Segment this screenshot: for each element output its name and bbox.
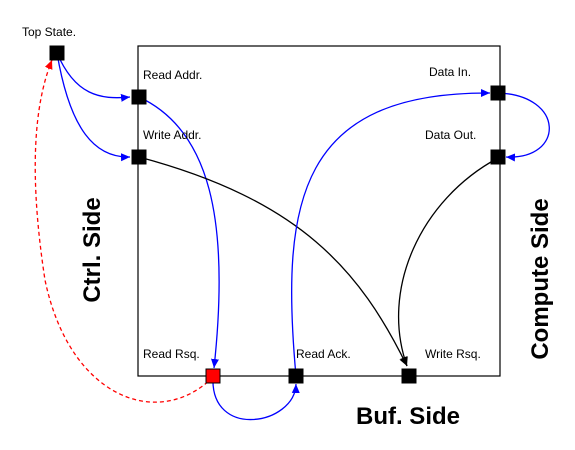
port-write-addr — [131, 149, 147, 165]
port-read-rsq — [205, 368, 221, 384]
module-box — [137, 45, 501, 377]
label-read-rsq: Read Rsq. — [143, 347, 200, 361]
edge-data-in-to-data-out — [497, 92, 550, 162]
port-read-addr — [131, 89, 147, 105]
port-top-state — [49, 45, 65, 61]
edge-write-addr-to-write-rsq — [138, 156, 408, 367]
port-data-out — [490, 149, 506, 165]
port-read-ack — [288, 368, 304, 384]
label-data-out: Data Out. — [425, 128, 476, 142]
label-read-ack: Read Ack. — [296, 347, 351, 361]
edge-read-rsq-to-top-state — [34, 59, 214, 403]
edge-read-addr-to-read-rsq — [138, 96, 220, 369]
edge-data-out-to-write-rsq — [398, 157, 499, 367]
edge-top-state-to-write-addr — [56, 52, 131, 162]
label-data-in: Data In. — [429, 65, 471, 79]
label-read-addr: Read Addr. — [143, 68, 202, 82]
label-write-addr: Write Addr. — [143, 128, 201, 142]
side-label-buf: Buf. Side — [356, 403, 460, 430]
side-label-ctrl: Ctrl. Side — [79, 197, 106, 302]
side-label-compute: Compute Side — [527, 198, 554, 359]
edge-read-ack-to-data-in — [290, 88, 491, 377]
edge-read-rsq-to-read-ack — [212, 376, 300, 421]
edge-top-state-to-read-addr — [56, 52, 131, 102]
port-write-rsq — [401, 368, 417, 384]
label-top-state: Top State. — [22, 25, 76, 39]
label-write-rsq: Write Rsq. — [425, 347, 481, 361]
port-data-in — [490, 85, 506, 101]
